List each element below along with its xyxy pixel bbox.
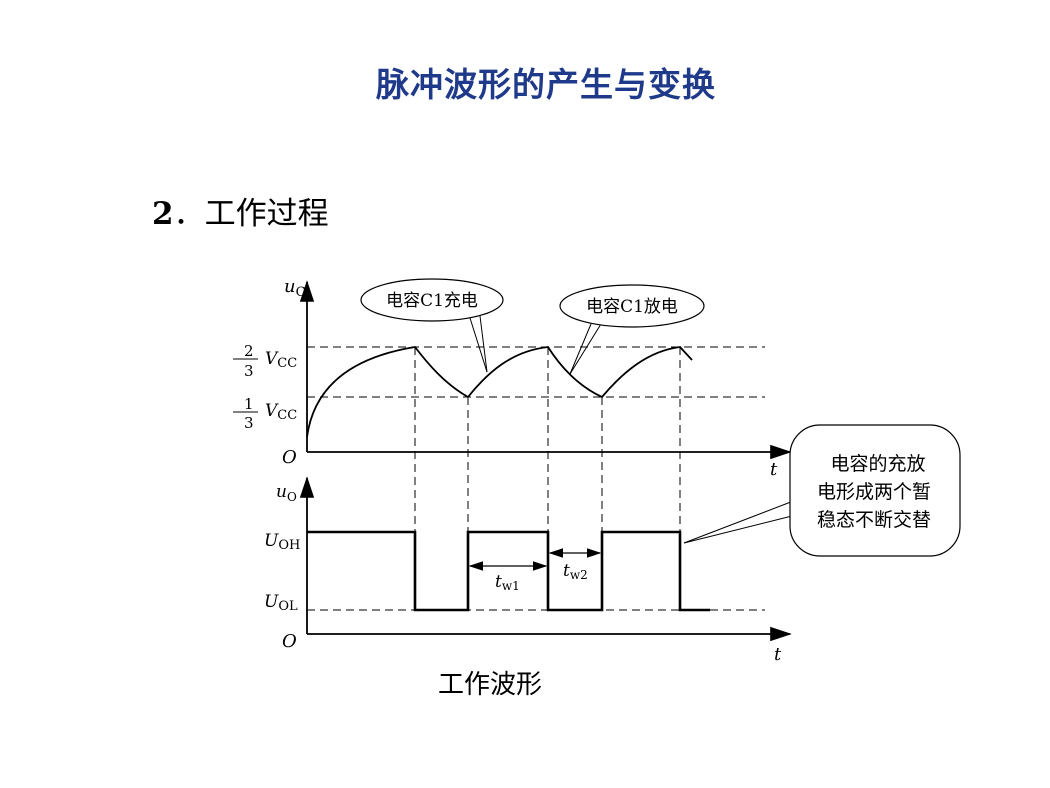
discharge-callout-bubble bbox=[559, 284, 705, 328]
note-callout-text-line-2: 电形成两个暂 bbox=[817, 481, 931, 503]
uo-x-label: t bbox=[774, 644, 782, 665]
uol-label: UOL bbox=[264, 592, 298, 614]
section-heading: 2．工作过程 bbox=[152, 188, 329, 233]
tw1-label: tw1 bbox=[495, 572, 520, 593]
uc-y-label: uC bbox=[284, 276, 306, 300]
uoh-label: UOH bbox=[264, 531, 300, 553]
figure-caption: 工作波形 bbox=[438, 670, 543, 700]
slide-title: 脉冲波形的产生与变换 bbox=[376, 65, 716, 104]
uc-waveform bbox=[306, 346, 693, 438]
note-callout-pointer-a bbox=[683, 499, 797, 544]
section-number: 2 bbox=[152, 196, 174, 232]
uo-y-label: uO bbox=[276, 482, 297, 504]
level-1-3-denominator: 3 bbox=[244, 414, 254, 432]
charge-callout-text: 电容C1充电 bbox=[386, 291, 478, 311]
uc-origin-label: O bbox=[282, 447, 297, 468]
level-1-3-vcc-label: VCC bbox=[265, 401, 297, 423]
uo-origin-label: O bbox=[282, 631, 297, 652]
charge-callout-pointer-a bbox=[469, 317, 488, 373]
level-2-3-numerator: 2 bbox=[244, 342, 254, 360]
uc-x-label: t bbox=[770, 459, 778, 480]
uo-waveform bbox=[307, 530, 710, 612]
charge-callout-bubble bbox=[360, 278, 504, 322]
note-callout-box bbox=[789, 424, 961, 557]
level-2-3-vcc-label: VCC bbox=[265, 349, 297, 371]
discharge-callout-pointer-a bbox=[569, 323, 592, 375]
discharge-callout-text: 电容C1放电 bbox=[586, 297, 678, 317]
discharge-callout-pointer-b bbox=[569, 323, 602, 375]
level-2-3-denominator: 3 bbox=[244, 362, 254, 380]
charge-callout-pointer-b bbox=[479, 315, 488, 373]
note-callout-pointer-b bbox=[683, 514, 797, 544]
note-callout-text-line-3: 稳态不断交替 bbox=[817, 509, 931, 531]
level-1-3-numerator: 1 bbox=[244, 395, 254, 413]
section-label: 工作过程 bbox=[204, 196, 329, 232]
section-dot: ． bbox=[173, 196, 205, 232]
tw2-label: tw2 bbox=[563, 561, 588, 582]
note-callout-text-line-1: 电容的充放 bbox=[830, 453, 925, 475]
